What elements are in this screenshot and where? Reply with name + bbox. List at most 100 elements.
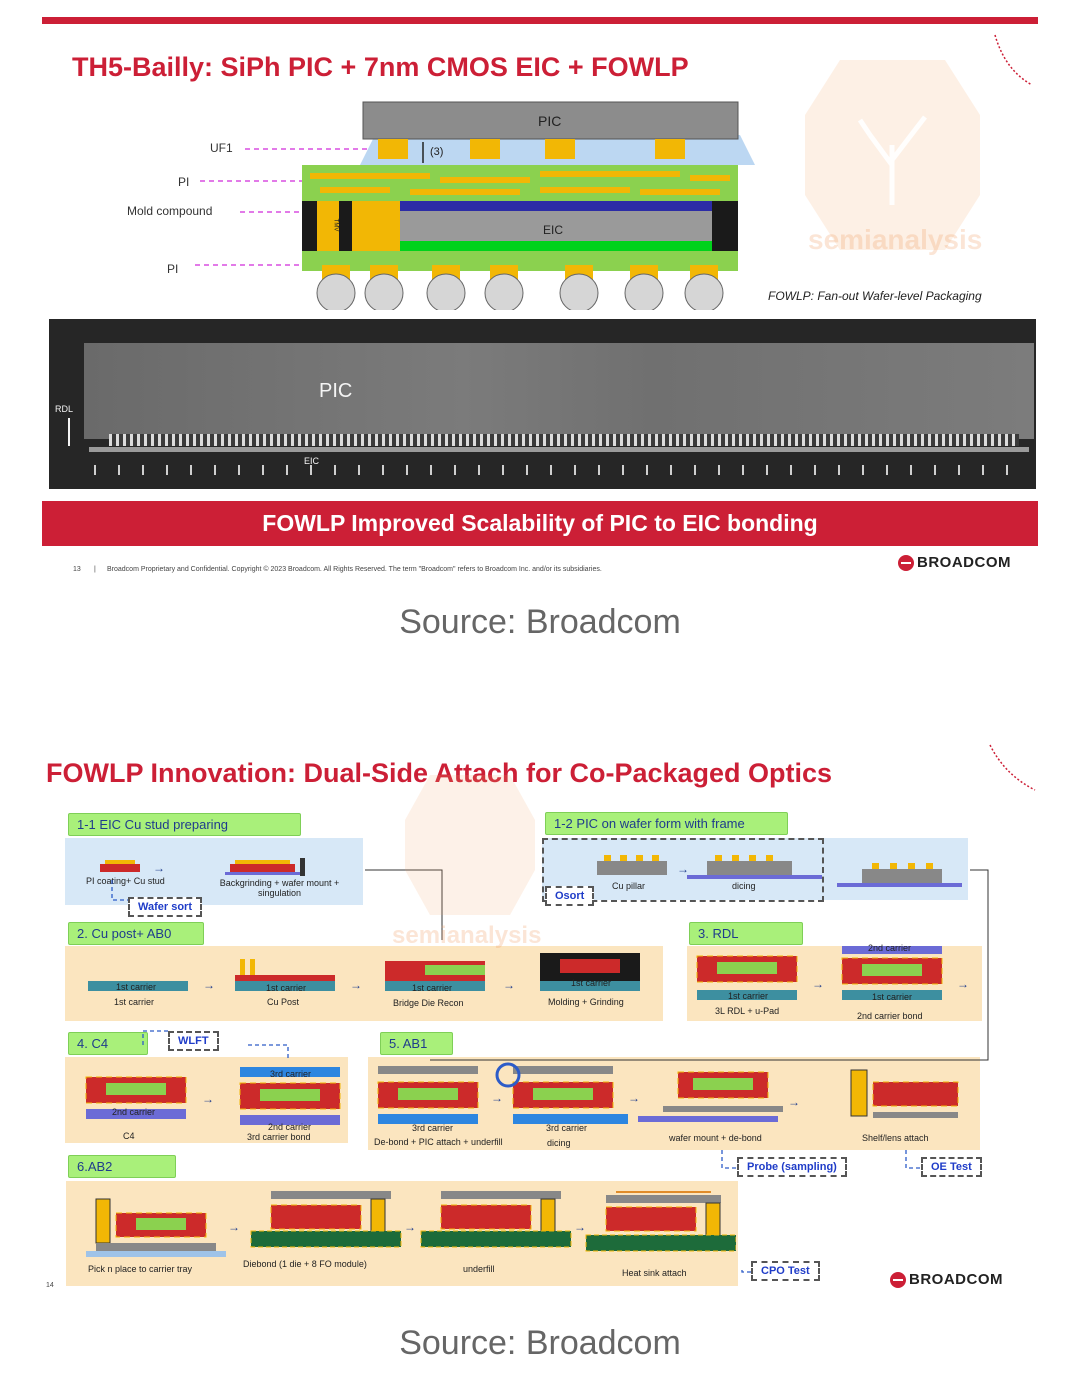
- step-4-panel: →: [65, 1057, 348, 1143]
- broadcom-logo-1: BROADCOM: [898, 554, 1011, 571]
- carrier-label-3: 1st carrier: [412, 983, 453, 993]
- carrier-label-11: 3rd carrier: [412, 1123, 454, 1133]
- fowlp-package-diagram: [195, 101, 755, 310]
- svg-text:→: →: [153, 861, 165, 875]
- broadcom-wordmark-2: BROADCOM: [909, 1271, 1003, 1288]
- carrier-label-8: 2nd carrier: [112, 1107, 156, 1117]
- broadcom-wordmark: BROADCOM: [917, 554, 1011, 571]
- svg-text:→: →: [957, 977, 969, 991]
- caption-cu-pillar: Cu pillar: [612, 881, 646, 891]
- tmv-label: TMV: [332, 218, 339, 232]
- caption-3rd-carrier-bond: 3rd carrier bond: [247, 1132, 311, 1142]
- step-3-panel: → →: [687, 946, 982, 1021]
- caption-molding: Molding + Grinding: [548, 997, 624, 1007]
- step-2-panel: → → →: [65, 946, 663, 1021]
- carrier-label-1: 1st carrier: [116, 982, 157, 992]
- broadcom-icon: [898, 554, 914, 571]
- caption-dicing-2: dicing: [547, 1138, 571, 1148]
- pic-label: PIC: [538, 113, 562, 129]
- oe-test-box: OE Test: [921, 1157, 982, 1177]
- wlft-box: WLFT: [168, 1031, 219, 1051]
- gap-label: (3): [430, 146, 444, 158]
- svg-text:→: →: [202, 1092, 214, 1106]
- caption-shelf-lens: Shelf/lens attach: [862, 1133, 929, 1143]
- svg-text:→: →: [628, 1091, 640, 1105]
- caption-wafer-mount: wafer mount + de-bond: [669, 1133, 762, 1143]
- carrier-label-9: 3rd carrier: [270, 1069, 312, 1079]
- step-1-2-panel: →: [542, 838, 968, 902]
- slide2-corner-decoration: [989, 744, 1036, 791]
- caption-pick-place: Pick n place to carrier tray: [88, 1264, 193, 1274]
- step-5-panel: → → →: [368, 1057, 980, 1150]
- step-1-1-panel: →: [65, 838, 363, 905]
- sem-cross-section-image: [49, 319, 1036, 489]
- svg-text:→: →: [228, 1220, 240, 1234]
- carrier-label-7: 1st carrier: [872, 992, 913, 1002]
- svg-text:→: →: [788, 1095, 800, 1109]
- xsec-eic-label: EIC: [304, 456, 320, 466]
- slide1-title: TH5-Bailly: SiPh PIC + 7nm CMOS EIC + FO…: [72, 52, 689, 82]
- caption-bridge-die: Bridge Die Recon: [393, 998, 464, 1008]
- xsec-pic-label: PIC: [319, 380, 353, 402]
- svg-text:→: →: [350, 978, 362, 992]
- svg-text:→: →: [677, 862, 689, 876]
- caption-heat-sink: Heat sink attach: [622, 1268, 687, 1278]
- source-caption-2: Source: Broadcom: [399, 1324, 681, 1362]
- step-5-tag: 5. AB1: [380, 1032, 453, 1055]
- wafer-sort-box: Wafer sort: [128, 897, 202, 917]
- step-6-tag: 6.AB2: [68, 1155, 176, 1178]
- caption-c4: C4: [123, 1131, 135, 1141]
- caption-debond: De-bond + PIC attach + underfill: [374, 1137, 503, 1147]
- semianalysis-watermark-logo-2: [400, 770, 540, 925]
- slide1-page-number: 13: [73, 566, 81, 573]
- semianalysis-watermark-2: semianalysis: [392, 922, 542, 949]
- slide1-corner-decoration: [994, 34, 1033, 86]
- slide2-page-number: 14: [46, 1282, 54, 1289]
- slide1-top-bar: [42, 17, 1038, 24]
- step-2-tag: 2. Cu post+ AB0: [68, 922, 204, 945]
- carrier-label-2: 1st carrier: [266, 983, 307, 993]
- svg-text:→: →: [812, 977, 824, 991]
- callout-pi-bottom: PI: [167, 262, 179, 276]
- slide1-footer: Broadcom Proprietary and Confidential. C…: [107, 566, 602, 573]
- slide2-title: FOWLP Innovation: Dual-Side Attach for C…: [46, 758, 833, 788]
- callout-uf1: UF1: [210, 141, 233, 155]
- carrier-label-5: 1st carrier: [728, 991, 769, 1001]
- xsec-rdl-label: RDL: [55, 404, 74, 414]
- caption-underfill: underfill: [463, 1264, 495, 1274]
- caption-backgrinding: Backgrinding + wafer mount + singulation: [219, 878, 340, 898]
- carrier-label-6: 2nd carrier: [868, 943, 912, 953]
- eic-label: EIC: [543, 223, 564, 237]
- caption-dicing: dicing: [732, 881, 756, 891]
- carrier-label-10: 2nd carrier: [268, 1122, 312, 1132]
- broadcom-logo-2: BROADCOM: [890, 1271, 1003, 1288]
- semianalysis-watermark-logo: [805, 60, 980, 250]
- slide1-banner: FOWLP Improved Scalability of PIC to EIC…: [42, 501, 1038, 546]
- svg-text:→: →: [203, 978, 215, 992]
- flow-connectors: [111, 869, 989, 1273]
- carrier-label-4: 1st carrier: [571, 978, 612, 988]
- step-3-tag: 3. RDL: [689, 922, 803, 945]
- source-caption-1: Source: Broadcom: [399, 603, 681, 641]
- probe-sampling-box: Probe (sampling): [737, 1157, 847, 1177]
- caption-cu-post: Cu Post: [267, 997, 300, 1007]
- svg-text:→: →: [574, 1220, 586, 1234]
- cpo-test-box: CPO Test: [751, 1261, 820, 1281]
- osort-box: Osort: [545, 886, 595, 906]
- svg-text:→: →: [491, 1091, 503, 1105]
- svg-text:→: →: [404, 1220, 416, 1234]
- broadcom-icon-2: [890, 1271, 906, 1288]
- caption-pi-coating: PI coating+ Cu stud: [86, 876, 165, 886]
- semianalysis-watermark: semianalysis: [808, 224, 983, 255]
- rdl-arrow: [68, 418, 70, 446]
- caption-diebond: Diebond (1 die + 8 FO module): [243, 1259, 367, 1269]
- step-4-tag: 4. C4: [68, 1032, 148, 1055]
- step-6-panel: → → →: [66, 1181, 738, 1286]
- caption-3l-rdl: 3L RDL + u-Pad: [715, 1006, 780, 1016]
- step-1-1-tag: 1-1 EIC Cu stud preparing: [68, 813, 301, 836]
- fowlp-note: FOWLP: Fan-out Wafer-level Packaging: [768, 289, 982, 303]
- caption-2nd-carrier-bond: 2nd carrier bond: [857, 1011, 923, 1021]
- step-1-2-tag: 1-2 PIC on wafer form with frame: [545, 812, 788, 835]
- callout-pi-top: PI: [178, 175, 190, 189]
- caption-1st-carrier: 1st carrier: [114, 997, 155, 1007]
